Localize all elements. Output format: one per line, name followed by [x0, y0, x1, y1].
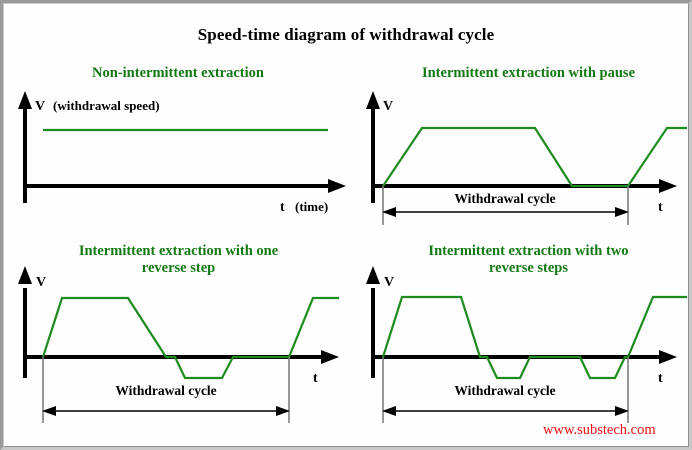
q1-y-axis-note: (withdrawal speed)	[53, 98, 160, 113]
panel-title-q3-line2: reverse step	[141, 260, 216, 276]
q3-speed-curve	[41, 296, 339, 380]
q1-x-axis-note: (time)	[295, 199, 328, 214]
q1-x-axis-arrow-icon	[328, 179, 346, 193]
q4-y-axis-arrow-icon	[366, 266, 380, 284]
q3-cycle-arrow-left-icon	[42, 406, 56, 416]
q4-cycle-arrow-right-icon	[615, 406, 629, 416]
page-title: Speed-time diagram of withdrawal cycle	[197, 25, 495, 44]
q4-speed-curve	[381, 295, 687, 380]
q3-cycle-arrow-right-icon	[276, 406, 290, 416]
q4-y-axis-label: V	[384, 275, 394, 290]
q3-y-axis-label: V	[36, 275, 46, 290]
q1-y-axis-arrow-icon	[18, 91, 32, 109]
watermark-link[interactable]: www.substech.com	[543, 422, 656, 438]
panel-title-q3: Intermittent extraction with one reverse…	[21, 243, 336, 277]
q4-x-axis-arrow-icon	[659, 350, 677, 364]
panel-q2: V t Withdrawal cycle	[366, 91, 687, 225]
panel-title-q4-line1: Intermittent extraction with two	[428, 243, 629, 259]
q2-cycle-label: Withdrawal cycle	[454, 191, 555, 206]
diagram-inner-frame	[3, 3, 689, 447]
q3-x-axis-label: t	[313, 371, 318, 386]
panel-title-q4: Intermittent extraction with two reverse…	[371, 243, 686, 277]
panel-title-q3-line1: Intermittent extraction with one	[78, 243, 279, 259]
q1-x-axis-label: t	[280, 200, 285, 215]
q2-cycle-arrow-right-icon	[615, 207, 629, 217]
panel-q3: V t Withdrawal cycle	[18, 266, 339, 423]
q2-speed-curve	[382, 126, 687, 188]
q4-x-axis-label: t	[658, 371, 663, 386]
plot-canvas: V (withdrawal speed) t (time) V t Withdr…	[18, 91, 687, 423]
q1-y-axis-label: V	[35, 99, 45, 114]
q2-x-axis-label: t	[658, 200, 663, 215]
panel-title-q4-line2: reverse steps	[488, 260, 569, 276]
q2-y-axis-label: V	[383, 99, 393, 114]
q3-x-axis-arrow-icon	[321, 350, 339, 364]
q4-cycle-arrow-left-icon	[382, 406, 396, 416]
panel-q4: V t Withdrawal cycle	[366, 266, 687, 423]
q2-y-axis-arrow-icon	[366, 91, 380, 109]
q3-y-axis-arrow-icon	[18, 266, 32, 284]
panel-title-q2: Intermittent extraction with pause	[421, 65, 636, 81]
q4-cycle-label: Withdrawal cycle	[454, 383, 555, 398]
panel-title-q1: Non-intermittent extraction	[92, 65, 264, 81]
q2-cycle-arrow-left-icon	[382, 207, 396, 217]
panel-q1: V (withdrawal speed) t (time)	[18, 91, 346, 215]
q3-cycle-label: Withdrawal cycle	[115, 383, 216, 398]
q2-x-axis-arrow-icon	[659, 179, 677, 193]
